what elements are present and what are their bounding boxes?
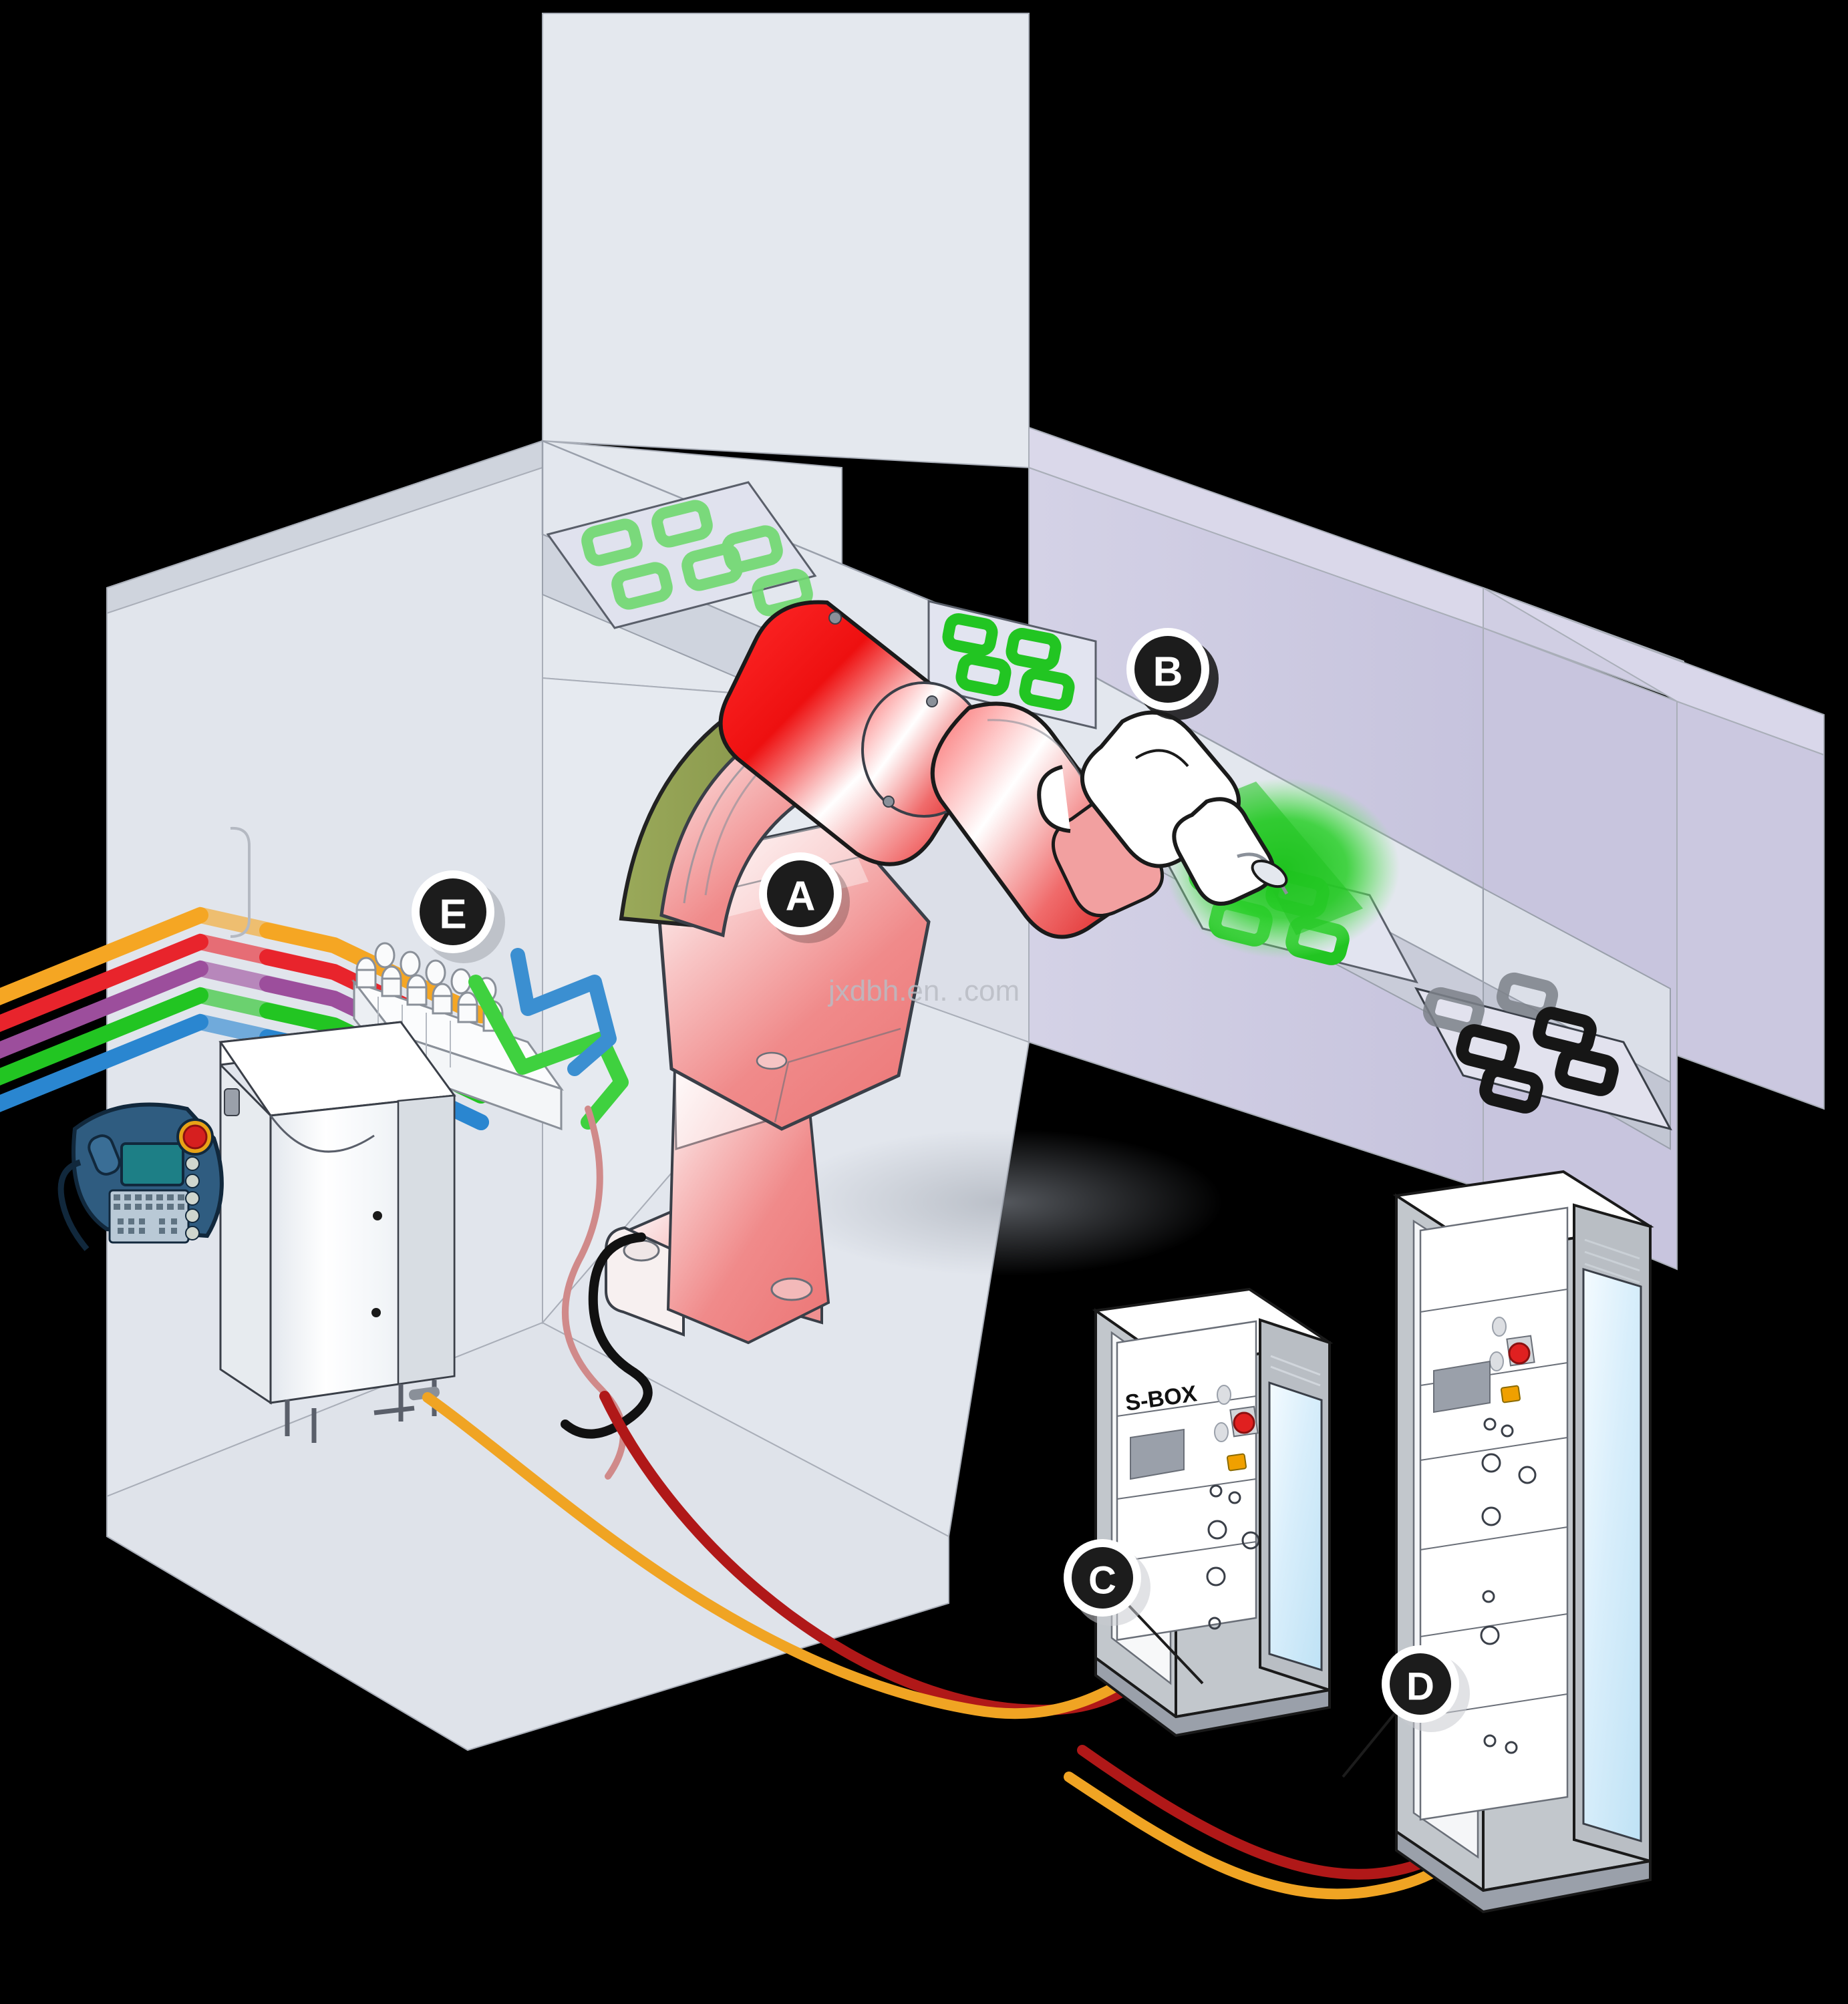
callout-label-a: A xyxy=(786,874,816,920)
callout-label-b: B xyxy=(1153,649,1183,695)
hose-bracket xyxy=(230,826,251,938)
pendant-screen xyxy=(120,1142,184,1186)
callout-label-c: C xyxy=(1088,1559,1116,1603)
torch-collar xyxy=(1037,765,1071,833)
workpiece-panels xyxy=(546,481,1672,1131)
workpiece-panel-center xyxy=(927,600,1097,729)
callout-badge-d[interactable]: D xyxy=(1342,1645,1470,1778)
pendant-rocker[interactable] xyxy=(86,1132,122,1177)
laser-display xyxy=(1433,1360,1491,1413)
torch-nozzle xyxy=(1172,797,1275,906)
sbox-warning-led xyxy=(1226,1453,1247,1472)
laser-indicator-1 xyxy=(1492,1317,1507,1337)
callout-leader-c xyxy=(1128,1605,1204,1685)
estop-button[interactable] xyxy=(182,1124,208,1150)
workpiece-panel-right xyxy=(1414,972,1672,1131)
sbox-estop[interactable] xyxy=(1233,1411,1255,1434)
callout-badge-a[interactable]: A xyxy=(759,852,850,943)
callout-badge-c[interactable]: C xyxy=(1064,1539,1204,1685)
sbox-indicator-2 xyxy=(1214,1422,1229,1442)
sbox-indicator-1 xyxy=(1217,1385,1231,1405)
s-box-control-cabinet[interactable]: S-BOX xyxy=(1092,1287,1334,1737)
callout-leader-d xyxy=(1342,1710,1398,1778)
laser-warning-led xyxy=(1500,1385,1521,1403)
laser-glass-door[interactable] xyxy=(1582,1267,1642,1843)
callout-badges: A B C D E xyxy=(412,628,1470,1778)
laser-indicator-2 xyxy=(1489,1351,1504,1371)
laser-estop[interactable] xyxy=(1508,1342,1531,1365)
callout-label-e: E xyxy=(439,892,466,938)
teach-pendant[interactable] xyxy=(57,1102,224,1251)
laser-welding-head xyxy=(1037,710,1289,906)
workpiece-panel-top-left xyxy=(546,481,817,629)
callout-label-d: D xyxy=(1406,1665,1434,1709)
sbox-glass-door[interactable] xyxy=(1268,1381,1323,1672)
callout-badge-b[interactable]: B xyxy=(1126,628,1219,720)
hose-blue xyxy=(510,948,617,1076)
sbox-display xyxy=(1130,1428,1185,1480)
chiller-handle[interactable] xyxy=(224,1088,240,1116)
callout-badge-e[interactable]: E xyxy=(412,870,505,963)
chiller-unit xyxy=(218,1021,456,1443)
laser-source-cabinet[interactable] xyxy=(1392,1170,1654,1914)
watermark: jxdbh.en. .com xyxy=(827,975,1020,1007)
